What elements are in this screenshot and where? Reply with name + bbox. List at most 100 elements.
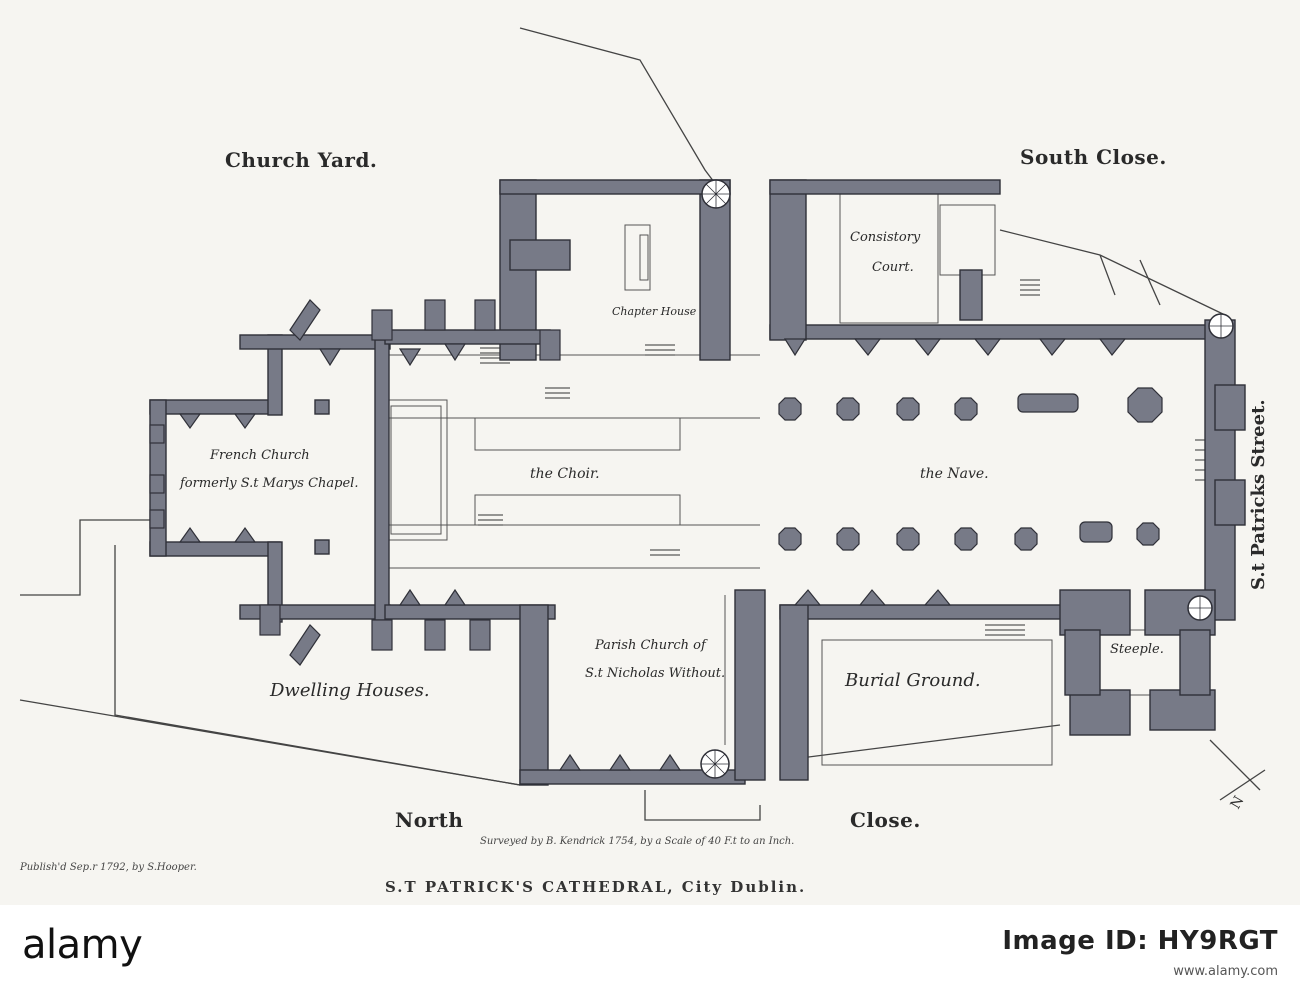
buttress: [469, 619, 491, 651]
buttress: [398, 348, 422, 367]
stock-footer: [0, 905, 1300, 996]
chapter-stair-2: [639, 234, 649, 281]
plan-title: S.T PATRICK'S CATHEDRAL, City Dublin.: [385, 878, 807, 896]
cathedral-plan: N: [19, 27, 1266, 821]
buttress: [371, 619, 393, 651]
buttress: [858, 589, 887, 606]
label-french-church-line2: formerly S.t Marys Chapel.: [180, 476, 359, 491]
boundary-line-east: [999, 229, 1226, 316]
nave-pier: [1136, 522, 1160, 546]
alamy-logo: alamy: [22, 922, 143, 968]
buttress: [608, 753, 632, 771]
consistory-wall-north: [769, 179, 1001, 195]
nave-wall-south-2: [779, 604, 1071, 620]
consistory-wall-west: [769, 179, 807, 341]
label-the-choir: the Choir.: [530, 466, 600, 482]
buttress: [558, 753, 582, 771]
label-church-yard: Church Yard.: [225, 148, 378, 172]
site-url: www.alamy.com: [1173, 964, 1278, 979]
buttress: [424, 619, 446, 651]
east-buttress: [1214, 384, 1246, 431]
label-steeple: Steeple.: [1110, 642, 1164, 657]
label-consistory-court-line1: Consistory: [850, 230, 921, 245]
buttress: [424, 299, 446, 331]
buttress: [913, 338, 942, 356]
nave-wall-south: [384, 604, 556, 620]
small-room: [939, 204, 996, 276]
nave-pier: [954, 397, 978, 421]
label-parish-church-line2: S.t Nicholas Without.: [585, 666, 726, 681]
boundary-line-corner: [1209, 739, 1261, 791]
boundary-line-north: [519, 27, 721, 191]
nave-pier: [836, 397, 860, 421]
nave-pier: [896, 527, 920, 551]
stair: [545, 387, 570, 399]
choir-screen: [384, 399, 448, 541]
buttress: [1038, 338, 1067, 356]
buttress: [783, 338, 807, 357]
french-church-wall-north: [149, 399, 281, 415]
buttress: [474, 299, 496, 331]
buttress: [318, 348, 342, 367]
label-close: Close.: [850, 808, 921, 832]
lady-chapel-north: [239, 334, 391, 350]
buttress: [398, 588, 422, 606]
buttress: [289, 299, 321, 341]
nave-pier: [1127, 387, 1163, 423]
label-burial-ground: Burial Ground.: [845, 670, 981, 691]
label-french-church-line1: French Church: [210, 448, 310, 463]
steeple-pier: [1064, 629, 1101, 696]
nave-wall-north: [384, 329, 551, 345]
buttress: [443, 588, 467, 606]
nave-pier: [1079, 521, 1113, 543]
buttress: [233, 413, 257, 430]
chapter-stair: [624, 224, 651, 291]
french-church-wall-south: [149, 541, 281, 557]
buttress: [443, 343, 467, 362]
stair: [478, 514, 503, 526]
label-chapter-house: Chapter House: [612, 305, 697, 318]
consistory-wall-inner: [959, 269, 983, 321]
chapter-house-buttress: [509, 239, 571, 271]
buttress: [289, 624, 321, 666]
buttress: [259, 604, 281, 636]
stair: [645, 344, 675, 356]
label-north: North: [395, 808, 464, 832]
east-buttress: [1214, 479, 1246, 526]
chapter-house-wall-east: [699, 179, 731, 361]
buttress: [539, 329, 561, 361]
buttress: [233, 526, 257, 543]
burial-wall-west: [779, 604, 809, 781]
plan-sheet: N Church Yard. South Close. Consistory C…: [0, 0, 1300, 905]
spiral-stair-lines: [701, 750, 729, 778]
pier: [314, 399, 330, 415]
burial-ground: [821, 639, 1053, 766]
stair: [650, 549, 680, 556]
steeple-room: [1099, 629, 1181, 696]
boundary-line-west-2: [114, 545, 521, 786]
nave-pier: [836, 527, 860, 551]
buttress: [149, 474, 165, 494]
stair: [985, 624, 1025, 636]
label-the-nave: the Nave.: [920, 466, 989, 482]
buttress: [973, 338, 1002, 356]
consistory-room: [839, 192, 939, 324]
east-wall: [1204, 319, 1236, 621]
buttress: [149, 509, 165, 529]
choir-stalls: [474, 494, 681, 525]
label-dwelling-houses: Dwelling Houses.: [270, 680, 430, 701]
buttress: [149, 424, 165, 444]
label-st-patricks-street: S.t Patricks Street.: [1248, 399, 1269, 590]
crossing-wall: [374, 339, 390, 621]
survey-note: Surveyed by B. Kendrick 1754, by a Scale…: [480, 836, 795, 847]
choir-inner: [390, 405, 442, 535]
north-arrow-glyph: N: [1228, 793, 1248, 812]
label-south-close: South Close.: [1020, 145, 1167, 169]
buttress: [1098, 338, 1127, 356]
nave-pier: [778, 397, 802, 421]
steeple-pier: [1179, 629, 1211, 696]
spiral-stair-lines: [1209, 314, 1233, 338]
stair: [1020, 279, 1040, 296]
nave-pier: [954, 527, 978, 551]
boundary-line-south: [784, 724, 1061, 761]
